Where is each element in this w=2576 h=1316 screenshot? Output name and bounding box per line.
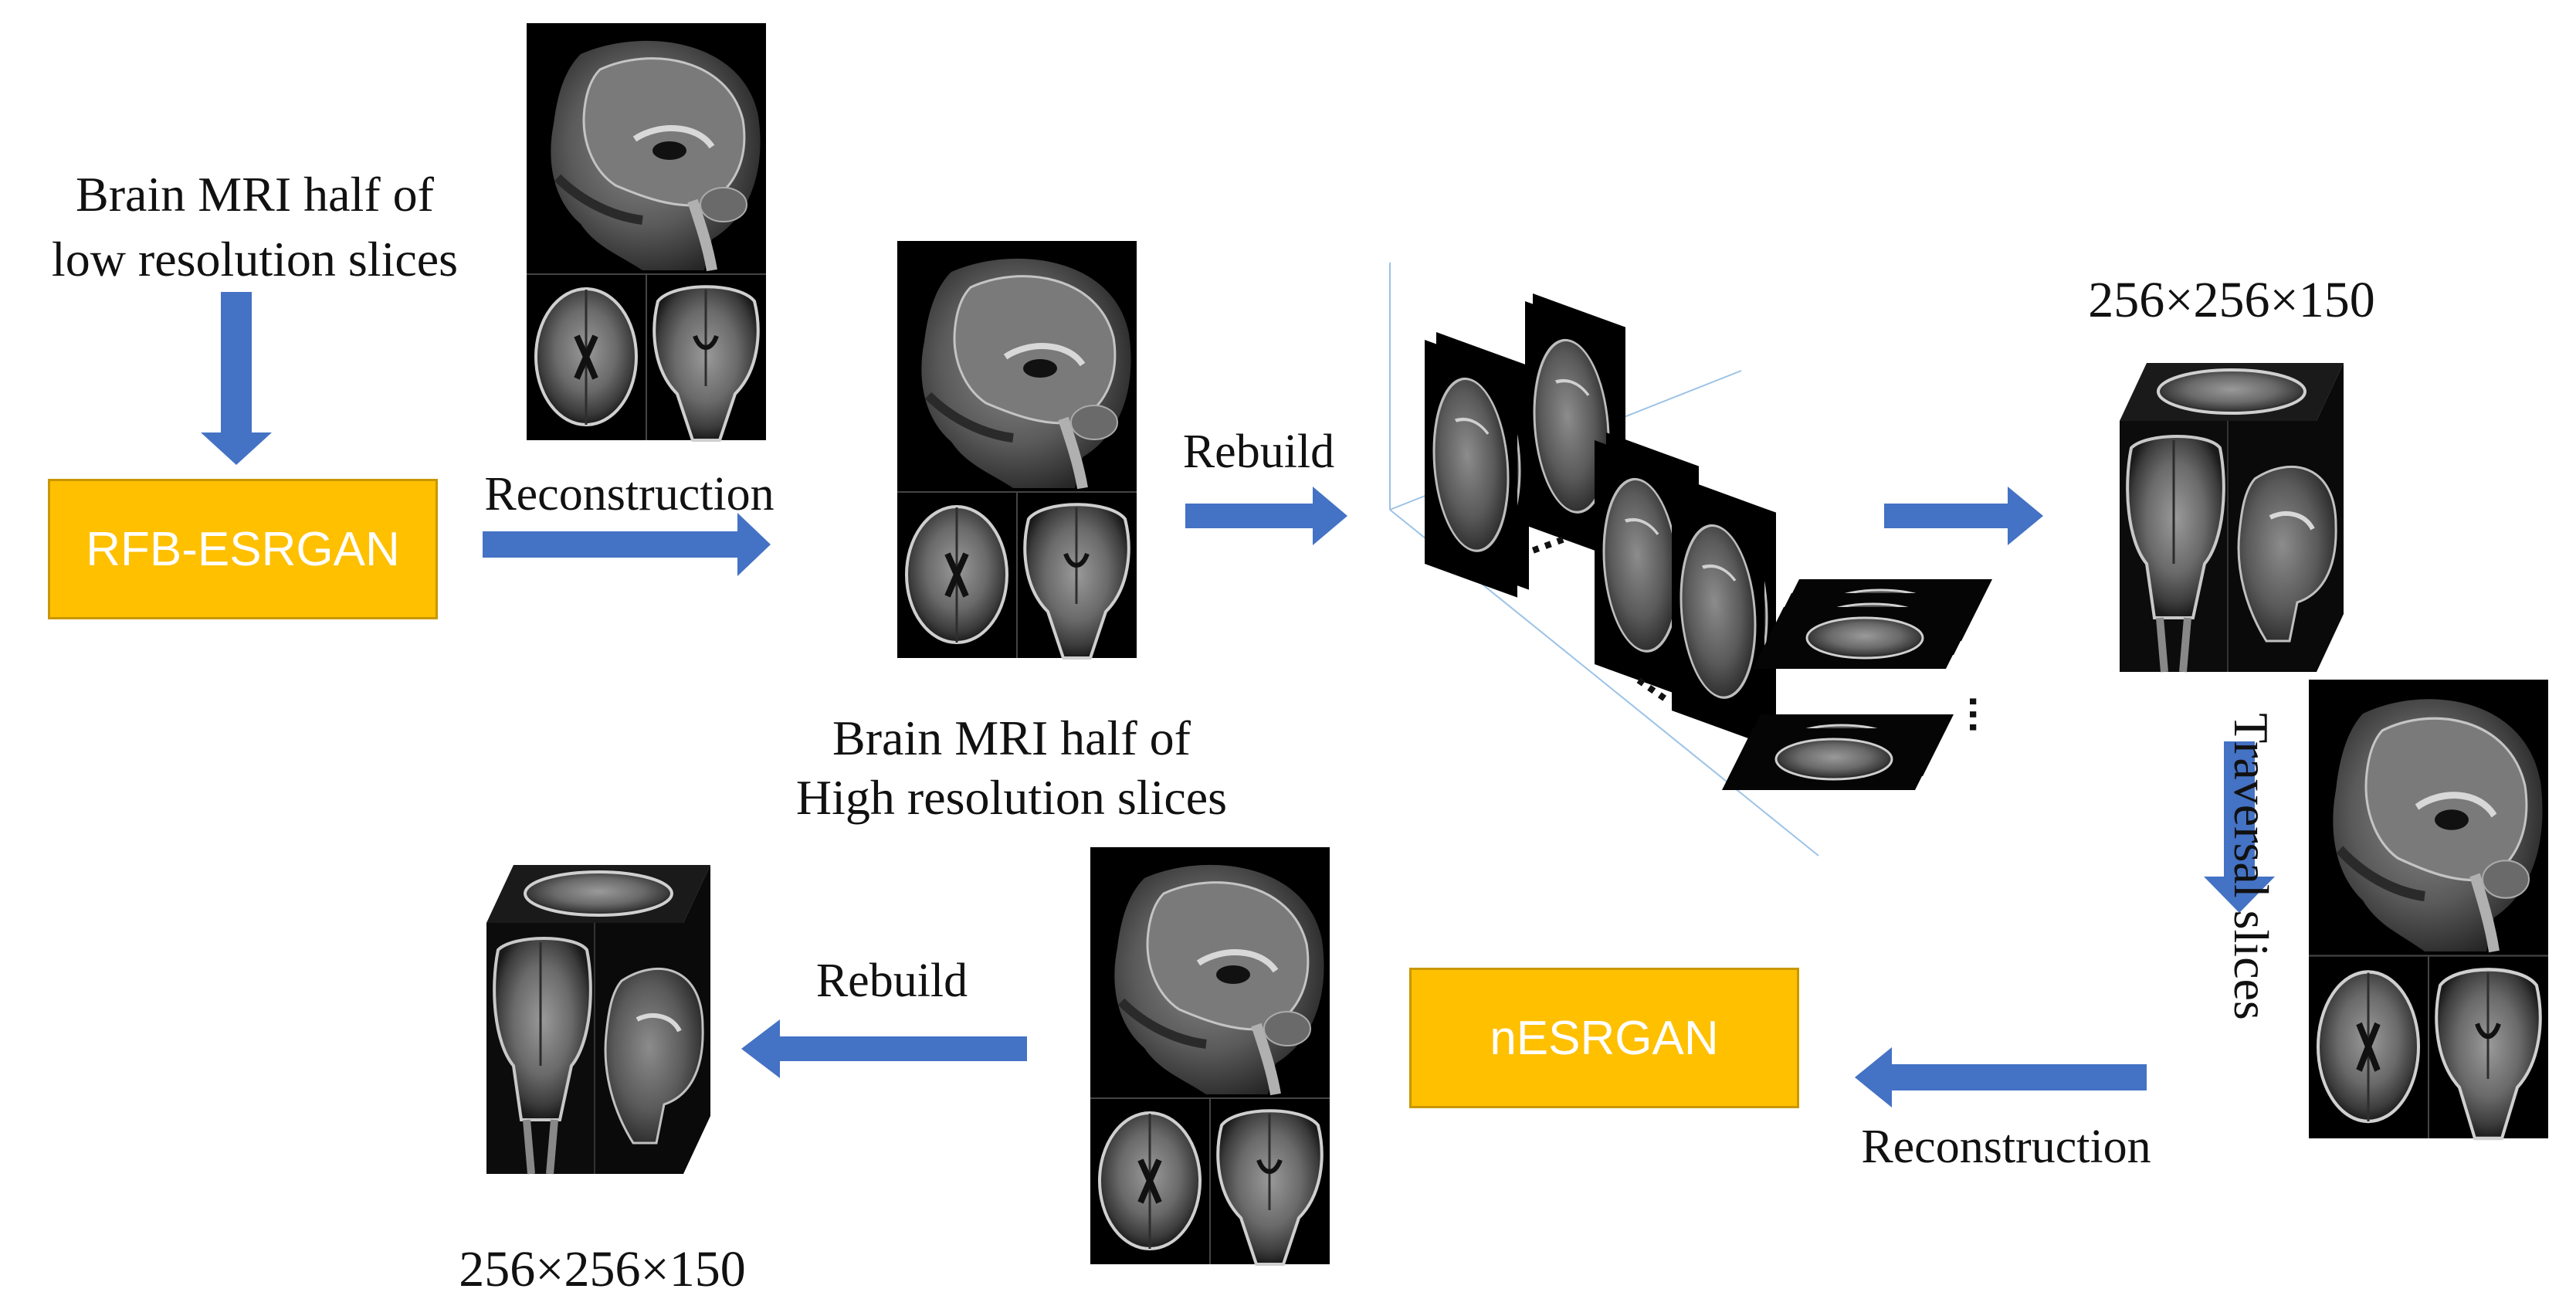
input-caption-line1: Brain MRI half of (76, 167, 434, 222)
output-caption: Brain MRI half of High resolution slices (757, 695, 1266, 841)
arrow-to-cube (1884, 487, 2043, 545)
brain-cube-top (2120, 363, 2344, 672)
reconstruction-bottom-label: Reconstruction (1861, 1121, 2151, 1173)
arrow-reconstruction-bottom (1855, 1047, 2147, 1107)
dims-bottom-label: 256×256×150 (459, 1241, 745, 1297)
traversal-label: Traversal slices (2224, 713, 2279, 1020)
ellipsis-3: ··· (1953, 695, 1992, 734)
rebuild-bottom-label: Rebuild (816, 955, 968, 1007)
mri-high-res-panel (1090, 847, 1330, 1264)
arrow-reconstruction-top (483, 513, 771, 576)
nesrgan-box: nESRGAN (1409, 968, 1799, 1108)
arrow-rebuild-top (1185, 487, 1347, 545)
rfb-esrgan-box: RFB-ESRGAN (48, 479, 438, 619)
output-caption-line2: High resolution slices (795, 770, 1228, 825)
mri-traversal-panel (2309, 680, 2548, 1138)
arrow-rebuild-bottom (741, 1019, 1027, 1078)
rebuild-top-label: Rebuild (1183, 426, 1334, 478)
mri-reconstructed-panel (897, 241, 1137, 658)
output-caption-line1: Brain MRI half of (832, 711, 1191, 765)
arrow-down-input (201, 292, 272, 465)
brain-cube-bottom (486, 865, 710, 1174)
mri-low-res-panel (527, 23, 766, 440)
input-caption: Brain MRI half of low resolution slices (15, 147, 494, 307)
nesrgan-label: nESRGAN (1490, 1011, 1719, 1065)
arrow-down-traversal (2204, 741, 2275, 913)
slice-stack-3d (1389, 263, 1994, 856)
dims-top-label: 256×256×150 (2088, 272, 2374, 328)
reconstruction-top-label: Reconstruction (484, 468, 774, 521)
rfb-esrgan-label: RFB-ESRGAN (86, 522, 400, 576)
input-caption-line2: low resolution slices (51, 232, 459, 287)
